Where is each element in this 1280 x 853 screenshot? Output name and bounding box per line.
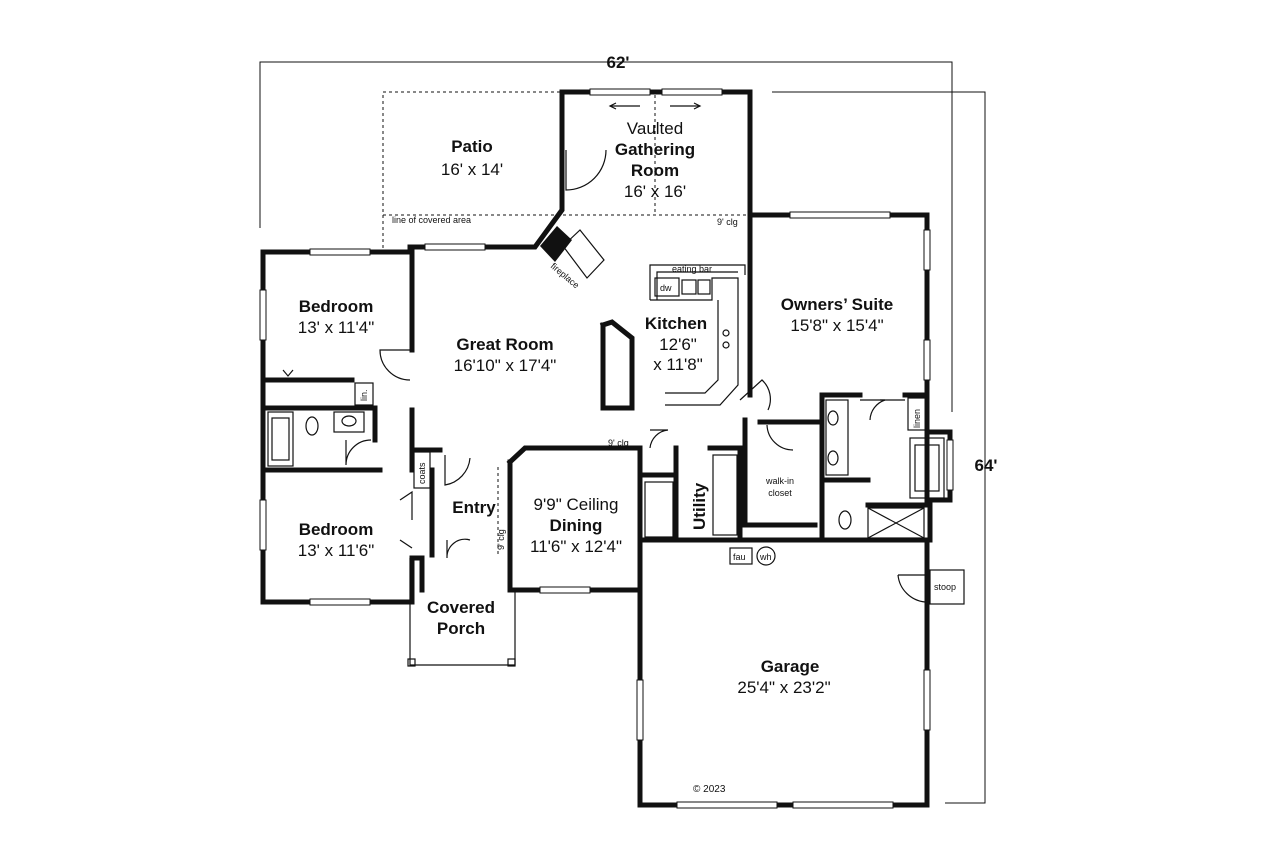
eating-bar-label: eating bar — [672, 264, 712, 274]
misc-lines — [282, 102, 965, 667]
dishwasher-label: dw — [660, 283, 672, 293]
bedroom1-name: Bedroom — [299, 297, 374, 316]
stoop-label: stoop — [934, 582, 956, 592]
covered-porch-name-1: Covered — [427, 598, 495, 617]
fireplace — [540, 226, 605, 279]
kitchen-name: Kitchen — [645, 314, 707, 333]
linen-closet-label: lin. — [359, 389, 369, 401]
overall-width-label: 62' — [607, 53, 630, 72]
covered-porch-name-2: Porch — [437, 619, 485, 638]
ceiling-label-entry: 9' clg — [496, 529, 506, 550]
great-room-name: Great Room — [456, 335, 553, 354]
gathering-size: 16' x 16' — [624, 182, 686, 201]
linen-label: linen — [912, 409, 922, 428]
dining-ceiling: 9'9" Ceiling — [534, 495, 619, 514]
fau-label: fau — [733, 552, 746, 562]
coats-closet-label: coats — [417, 462, 427, 484]
walk-in-closet-label-1: walk-in — [765, 476, 794, 486]
dining-name: Dining — [550, 516, 603, 535]
bedroom2-size: 13' x 11'6" — [298, 541, 374, 560]
kitchen-size-2: x 11'8" — [653, 355, 703, 374]
ceiling-label-gathering: 9' clg — [717, 217, 738, 227]
bedroom2-name: Bedroom — [299, 520, 374, 539]
owners-suite-size: 15'8" x 15'4" — [790, 316, 883, 335]
doors — [345, 149, 927, 603]
great-room-size: 16'10" x 17'4" — [454, 356, 557, 375]
bedroom1-size: 13' x 11'4" — [298, 318, 374, 337]
copyright-label: © 2023 — [693, 784, 726, 795]
bath-fixtures — [267, 399, 945, 539]
owners-suite-name: Owners’ Suite — [781, 295, 893, 314]
patio-size: 16' x 14' — [441, 160, 503, 179]
gathering-name-1: Gathering — [615, 140, 695, 159]
gathering-name-2: Room — [631, 161, 679, 180]
patio-outline — [382, 91, 750, 248]
covered-area-label: line of covered area — [392, 215, 471, 225]
interior-walls — [260, 212, 933, 558]
patio-name: Patio — [451, 137, 493, 156]
dimension-lines — [259, 61, 986, 804]
fireplace-label: fireplace — [549, 261, 581, 291]
utility-name: Utility — [690, 482, 709, 530]
dining-size: 11'6" x 12'4" — [530, 537, 622, 556]
kitchen-size-1: 12'6" — [659, 335, 697, 354]
water-heater-label: wh — [759, 552, 772, 562]
overall-depth-label: 64' — [975, 456, 998, 475]
garage-name: Garage — [761, 657, 820, 676]
walk-in-closet-label-2: closet — [768, 488, 792, 498]
ceiling-label-dining: 9' clg — [608, 438, 629, 448]
kitchen-counters — [649, 264, 746, 406]
gathering-prefix: Vaulted — [627, 119, 683, 138]
garage-size: 25'4" x 23'2" — [737, 678, 830, 697]
entry-name: Entry — [452, 498, 496, 517]
windows — [259, 88, 954, 809]
